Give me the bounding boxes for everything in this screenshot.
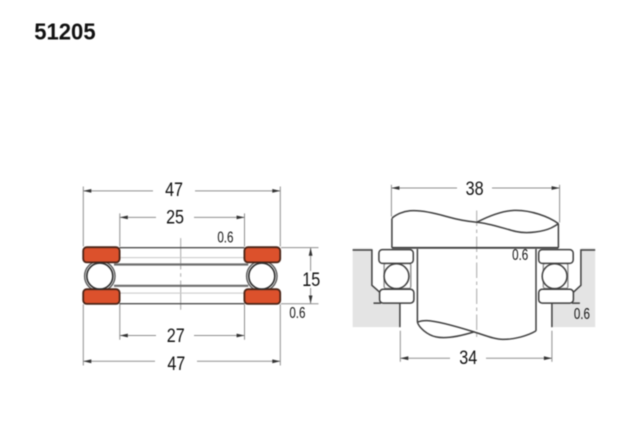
svg-text:0.6: 0.6 [512, 247, 528, 264]
svg-text:51205: 51205 [34, 18, 96, 45]
svg-text:27: 27 [167, 325, 185, 347]
svg-text:34: 34 [459, 347, 477, 369]
svg-text:15: 15 [302, 269, 320, 291]
svg-text:38: 38 [466, 178, 484, 200]
svg-text:0.6: 0.6 [217, 229, 233, 246]
svg-text:25: 25 [166, 206, 184, 228]
svg-text:0.6: 0.6 [289, 305, 305, 322]
svg-text:47: 47 [167, 353, 185, 375]
svg-text:47: 47 [165, 179, 183, 201]
svg-text:0.6: 0.6 [574, 305, 590, 322]
